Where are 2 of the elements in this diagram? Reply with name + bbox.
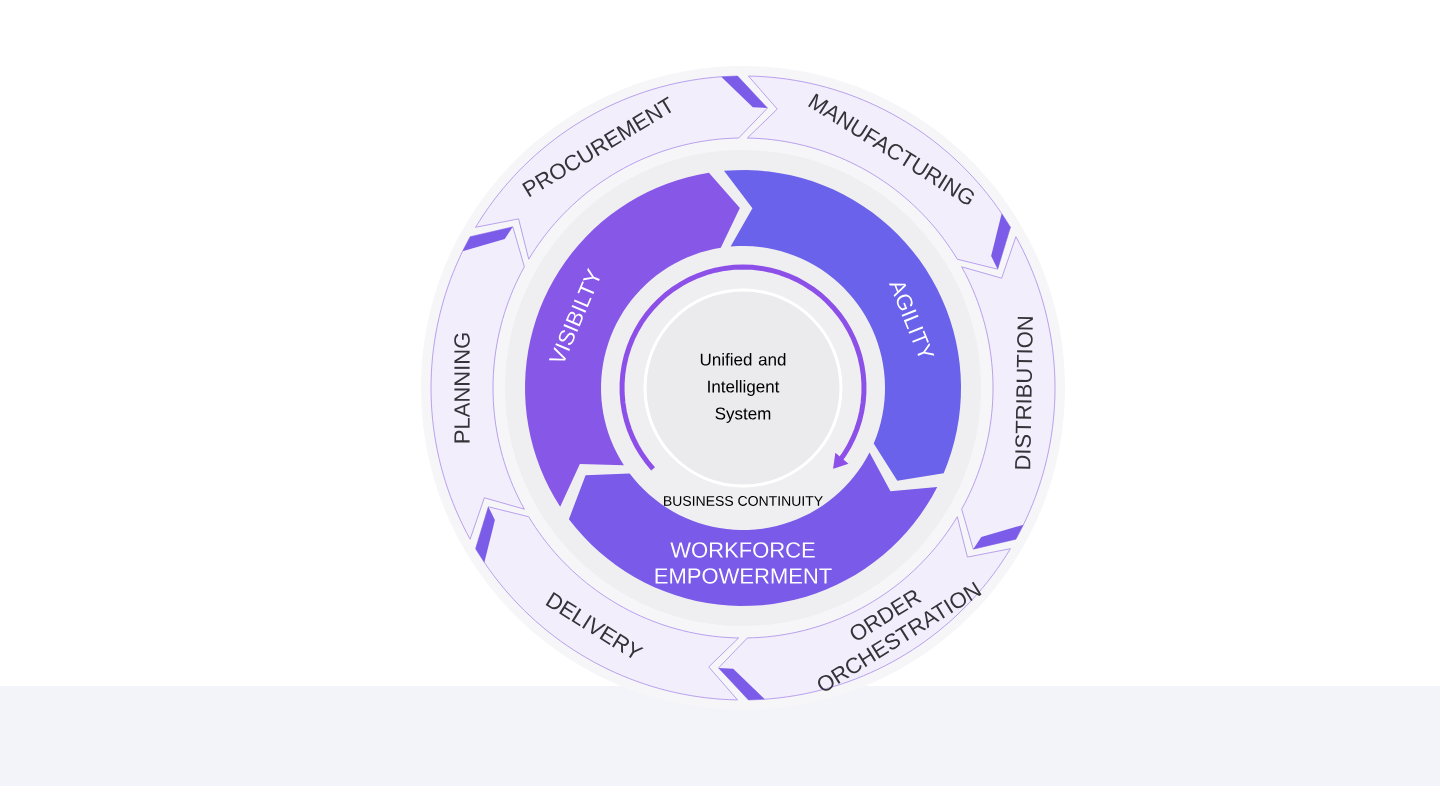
chevron-segment: DISTRIBUTION bbox=[961, 236, 1056, 550]
chevron-segment: PLANNING bbox=[430, 226, 525, 540]
